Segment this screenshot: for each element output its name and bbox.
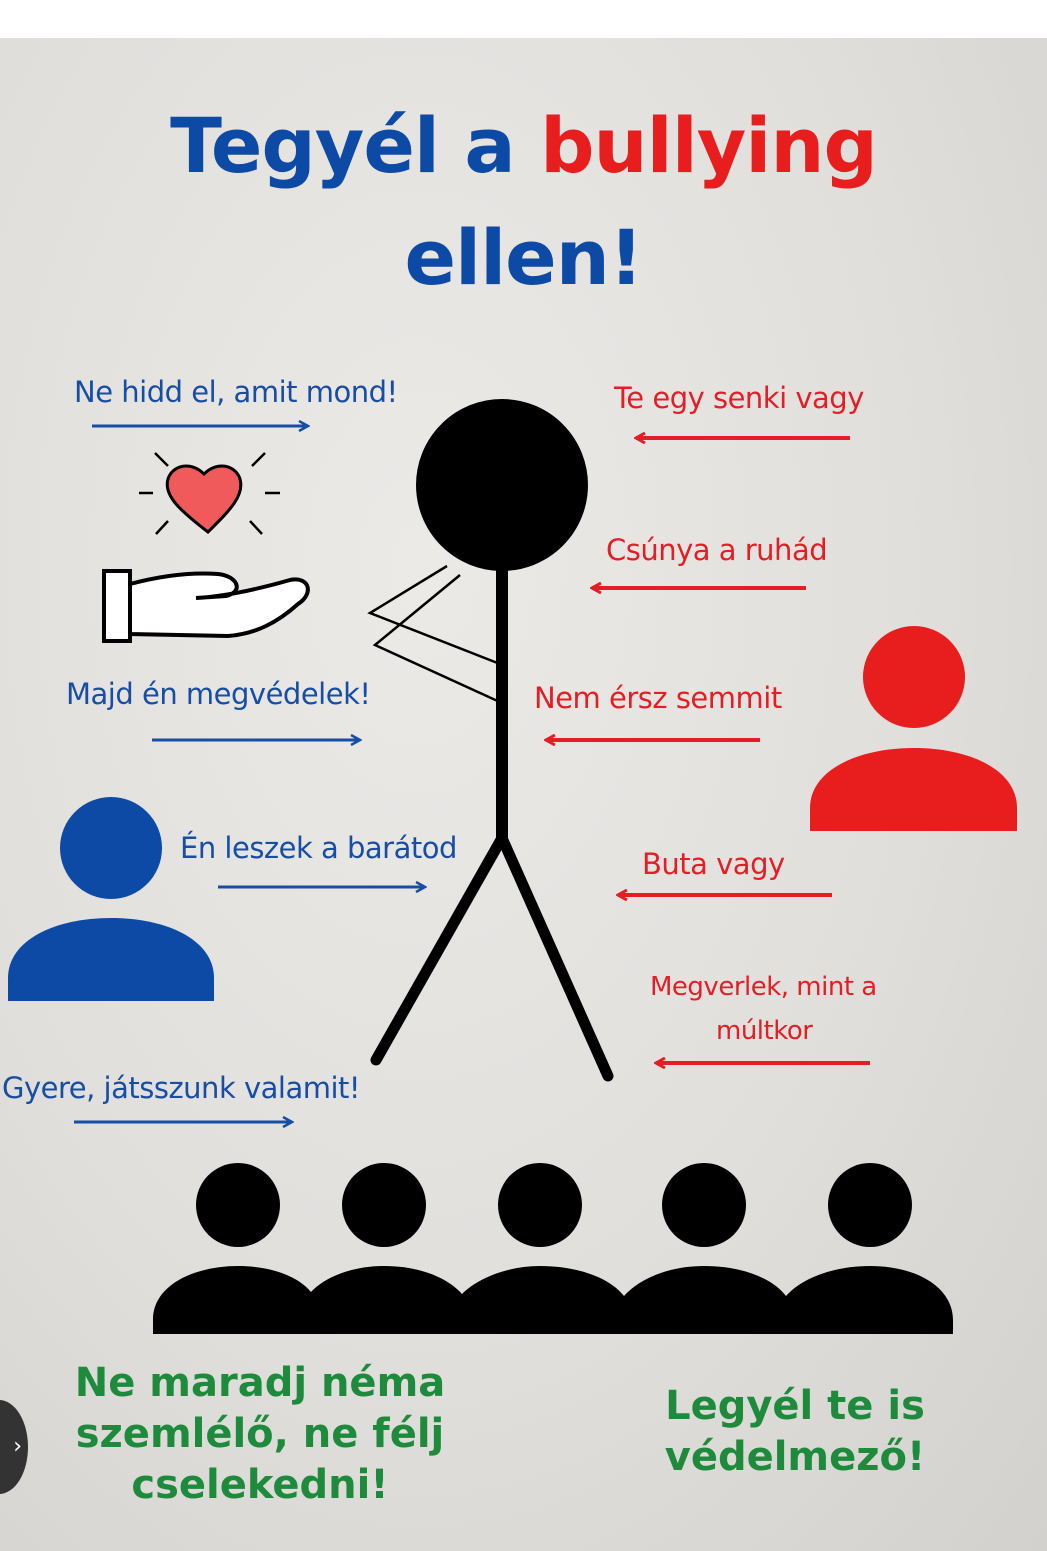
heart-icon: [165, 464, 243, 534]
cta-left-line-3: cselekedni!: [131, 1462, 389, 1509]
anti-bullying-poster: Tegyél a bullying ellen!: [0, 38, 1047, 1551]
figure-right-leg: [496, 832, 614, 1082]
defender-phrase-4: Gyere, játsszunk valamit!: [2, 1071, 361, 1105]
call-to-action-right: Legyél te is védelmező!: [590, 1381, 1000, 1483]
bully-phrase-2: Csúnya a ruhád: [606, 533, 828, 567]
defender-phrase-3: Én leszek a barátod: [180, 831, 457, 865]
figure-head: [416, 399, 588, 571]
defender-person-icon: [8, 797, 214, 1001]
call-to-action-left: Ne maradj néma szemlélő, ne félj cseleke…: [40, 1358, 480, 1512]
chevron-icon: ›: [13, 1434, 22, 1459]
bully-phrase-5-line-1: Megverlek, mint a: [650, 972, 877, 1002]
bully-person-icon: [810, 626, 1017, 831]
title-part-1: Tegyél a: [170, 101, 516, 190]
poster-title-line-2: ellen!: [404, 213, 644, 302]
illustration: [8, 399, 1017, 1334]
poster-title-line-1: Tegyél a bullying: [0, 108, 1047, 184]
defender-phrase-1: Ne hidd el, amit mond!: [74, 375, 398, 409]
cta-right-line-1: Legyél te is: [665, 1383, 925, 1429]
title-part-2: bullying: [540, 101, 878, 190]
cta-left-line-1: Ne maradj néma: [74, 1360, 446, 1406]
defender-phrase-2: Majd én megvédelek!: [66, 677, 371, 711]
cta-right-line-2: védelmező!: [664, 1434, 926, 1481]
bully-phrase-5-line-2: múltkor: [716, 1016, 813, 1046]
figure-left-leg: [370, 832, 508, 1066]
cta-left-line-2: szemlélő, ne félj: [75, 1411, 445, 1458]
bully-phrase-1: Te egy senki vagy: [614, 381, 864, 415]
victim-stick-figure: [367, 399, 614, 1082]
bully-phrase-3: Nem érsz semmit: [534, 681, 782, 715]
hand-cuff: [102, 569, 132, 643]
open-hand-icon: [128, 571, 310, 639]
caring-hand-icon: [102, 452, 310, 643]
figure-arm-1: [367, 564, 501, 666]
bystanders-crowd-icon: [153, 1163, 953, 1334]
bully-phrase-4: Buta vagy: [642, 847, 785, 881]
figure-arm-2: [372, 574, 503, 705]
